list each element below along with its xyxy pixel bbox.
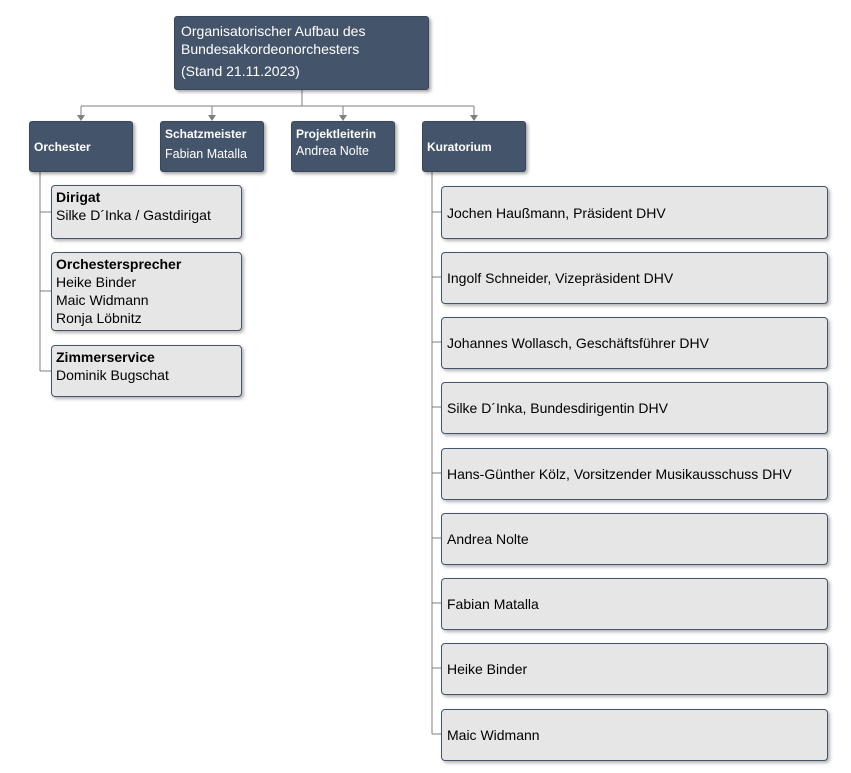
projektleiterin-box: Projektleiterin Andrea Nolte (291, 121, 395, 172)
schatzmeister-label: Schatzmeister (165, 127, 247, 141)
orchester-group-dirigat: Dirigat Silke D´Inka / Gastdirigat (51, 185, 242, 239)
kuratorium-member: Johannes Wollasch, Geschäftsführer DHV (441, 317, 828, 369)
schatzmeister-name: Fabian Matalla (165, 147, 247, 161)
kuratorium-member: Andrea Nolte (441, 513, 828, 565)
member-name: Jochen Haußmann, Präsident DHV (447, 204, 666, 221)
kuratorium-member: Jochen Haußmann, Präsident DHV (441, 186, 828, 239)
group-member: Dominik Bugschat (56, 367, 169, 383)
orchester-group-orchestersprecher: Orchestersprecher Heike Binder Maic Widm… (51, 252, 242, 331)
member-name: Maic Widmann (447, 727, 540, 743)
orchester-box: Orchester (29, 121, 133, 172)
schatzmeister-box: Schatzmeister Fabian Matalla (160, 121, 264, 172)
root-box: Organisatorischer Aufbau des Bundesakkor… (174, 16, 429, 90)
group-member: Heike Binder (56, 274, 137, 290)
kuratorium-member: Maic Widmann (441, 709, 828, 761)
kuratorium-member: Heike Binder (441, 643, 828, 695)
member-name: Heike Binder (447, 661, 528, 677)
kuratorium-member: Hans-Günther Kölz, Vorsitzender Musikaus… (441, 448, 828, 500)
kuratorium-box: Kuratorium (422, 121, 526, 172)
member-name: Fabian Matalla (447, 596, 539, 612)
orchester-label: Orchester (34, 139, 91, 154)
projektleiterin-label: Projektleiterin (296, 127, 377, 141)
group-member: Maic Widmann (56, 292, 149, 308)
member-name: Ingolf Schneider, Vizepräsident DHV (447, 270, 674, 286)
root-title: Organisatorischer Aufbau des Bundesakkor… (181, 23, 366, 57)
orchester-group-zimmerservice: Zimmerservice Dominik Bugschat (51, 345, 242, 397)
kuratorium-label: Kuratorium (427, 139, 492, 154)
group-title: Dirigat (56, 189, 101, 205)
member-name: Andrea Nolte (447, 531, 529, 547)
kuratorium-member: Fabian Matalla (441, 578, 828, 630)
member-name: Silke D´Inka, Bundesdirigentin DHV (447, 400, 668, 416)
group-member: Ronja Löbnitz (56, 310, 142, 326)
group-title: Orchestersprecher (56, 256, 182, 272)
kuratorium-member: Ingolf Schneider, Vizepräsident DHV (441, 252, 828, 304)
group-title: Zimmerservice (56, 349, 155, 365)
group-member: Silke D´Inka / Gastdirigat (56, 207, 211, 223)
projektleiterin-name: Andrea Nolte (296, 144, 369, 158)
member-name: Johannes Wollasch, Geschäftsführer DHV (447, 335, 709, 351)
member-name: Hans-Günther Kölz, Vorsitzender Musikaus… (447, 466, 792, 482)
kuratorium-member: Silke D´Inka, Bundesdirigentin DHV (441, 382, 828, 434)
root-stand: (Stand 21.11.2023) (181, 63, 300, 79)
